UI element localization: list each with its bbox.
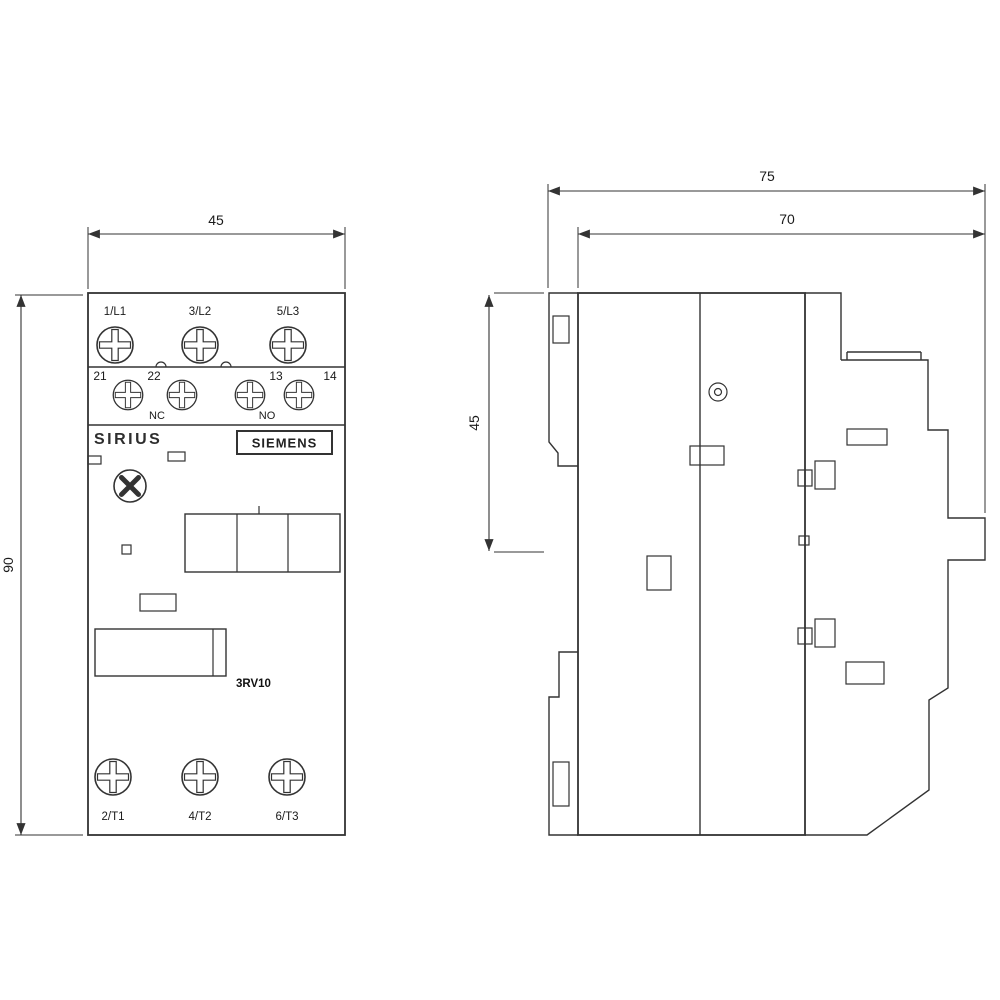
side-latch-tab	[797, 627, 813, 645]
dim-side-overall-depth: 75	[547, 168, 986, 513]
terminal-label-2t1: 2/T1	[101, 811, 124, 823]
din-clip-top-slot	[552, 315, 570, 344]
siemens-logo: SIEMENS	[236, 430, 333, 455]
terminal-screw-icon	[181, 758, 219, 796]
dim-front-height: 90	[0, 294, 83, 836]
front-small-window	[139, 593, 177, 612]
terminal-screw-icon	[94, 758, 132, 796]
terminal-screw-icon	[268, 758, 306, 796]
aux-terminal-screw-icon	[166, 379, 198, 411]
aux-terminal-screw-icon	[234, 379, 266, 411]
switch-actuator	[184, 506, 341, 573]
aux-terminal-label-22: 22	[147, 369, 161, 383]
side-detail-window	[646, 555, 672, 591]
terminal-label-1l1: 1/L1	[104, 306, 126, 318]
dim-front-height-label: 90	[0, 557, 16, 573]
dim-side-body-depth: 70	[577, 211, 985, 288]
rotary-adjust-knob-icon	[113, 469, 147, 503]
aux-terminal-screw-icon	[112, 379, 144, 411]
aux-contact-label-no: NO	[259, 410, 276, 422]
aux-contact-label-nc: NC	[149, 410, 165, 422]
side-detail-window	[689, 445, 725, 466]
aux-terminal-label-14: 14	[323, 369, 337, 383]
terminal-label-4t2: 4/T2	[188, 811, 211, 823]
notch-arc	[220, 361, 232, 368]
aux-terminal-label-21: 21	[93, 369, 107, 383]
side-front-window	[845, 661, 885, 685]
din-clip-bottom	[548, 651, 578, 836]
side-latch-tab	[797, 469, 813, 487]
dim-front-width-label: 45	[208, 212, 224, 228]
side-front-profile	[805, 292, 986, 836]
dim-side-body-depth-label: 70	[779, 211, 795, 227]
aux-terminal-screw-icon	[283, 379, 315, 411]
dim-front-width: 45	[87, 212, 346, 289]
dim-side-rail-height-label: 45	[466, 415, 482, 431]
aux-terminal-label-13: 13	[269, 369, 283, 383]
dim-side-overall-depth-label: 75	[759, 168, 775, 184]
front-detail-tab	[167, 451, 186, 462]
din-clip-top	[548, 292, 578, 467]
siemens-logo-text: SIEMENS	[252, 436, 318, 451]
side-front-window	[814, 618, 836, 648]
terminal-label-6t3: 6/T3	[275, 811, 298, 823]
side-view: 75 70 45	[466, 168, 986, 836]
front-body-outline	[87, 292, 346, 836]
sirius-brand-label: SIRIUS	[94, 431, 162, 448]
labeling-field	[94, 628, 227, 677]
terminal-label-3l2: 3/L2	[189, 306, 211, 318]
terminal-screw-icon	[181, 326, 219, 364]
din-clip-bottom-slot	[552, 761, 570, 807]
dim-side-rail-height: 45	[466, 292, 544, 553]
terminal-label-5l3: 5/L3	[277, 306, 299, 318]
side-body-outline	[577, 292, 806, 836]
side-housing-screw-icon	[708, 382, 728, 402]
notch-arc	[155, 361, 167, 368]
front-detail-tab	[87, 455, 102, 465]
front-view: 1/L1 3/L2 5/L3 21 22 13 14 NC NO SIRIUS …	[0, 212, 346, 836]
side-front-window	[846, 428, 888, 446]
model-number-label: 3RV10	[236, 678, 271, 690]
side-front-window	[814, 460, 836, 490]
terminal-screw-icon	[96, 326, 134, 364]
terminal-screw-icon	[269, 326, 307, 364]
side-latch-tab	[798, 535, 810, 546]
front-indicator-window	[121, 544, 132, 555]
